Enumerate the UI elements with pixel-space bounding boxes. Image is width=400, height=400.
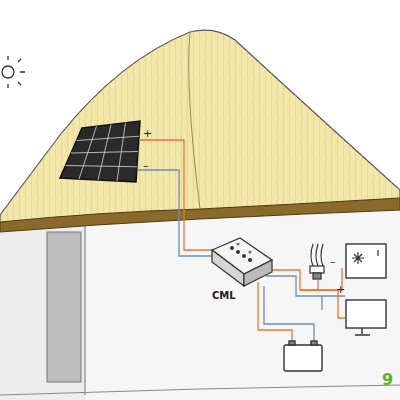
polarity-sign: + (143, 128, 152, 139)
roof-ridge (189, 32, 200, 209)
hut-wall (0, 200, 400, 400)
polarity-sign: – (330, 256, 336, 267)
monitor-icon (346, 300, 386, 335)
door (47, 232, 81, 382)
device-name: CML (212, 290, 236, 301)
charge-controller (212, 238, 272, 286)
polarity-sign: + (336, 284, 345, 295)
thatch-texture (0, 30, 400, 228)
wires (137, 140, 345, 345)
solar-panel (60, 121, 140, 182)
roof-fringe (0, 198, 400, 232)
polarity-sign: – (143, 160, 149, 171)
watermark: 9 (382, 372, 393, 388)
battery (284, 341, 322, 371)
freezer-icon (346, 244, 386, 278)
ground-line (0, 385, 400, 395)
cfl-lamp (310, 244, 324, 279)
wall-edge (84, 222, 85, 395)
hut-wall-front (85, 200, 400, 400)
controller-label: CML (212, 290, 236, 301)
sun-icon (2, 56, 25, 88)
thatched-roof (0, 30, 400, 228)
